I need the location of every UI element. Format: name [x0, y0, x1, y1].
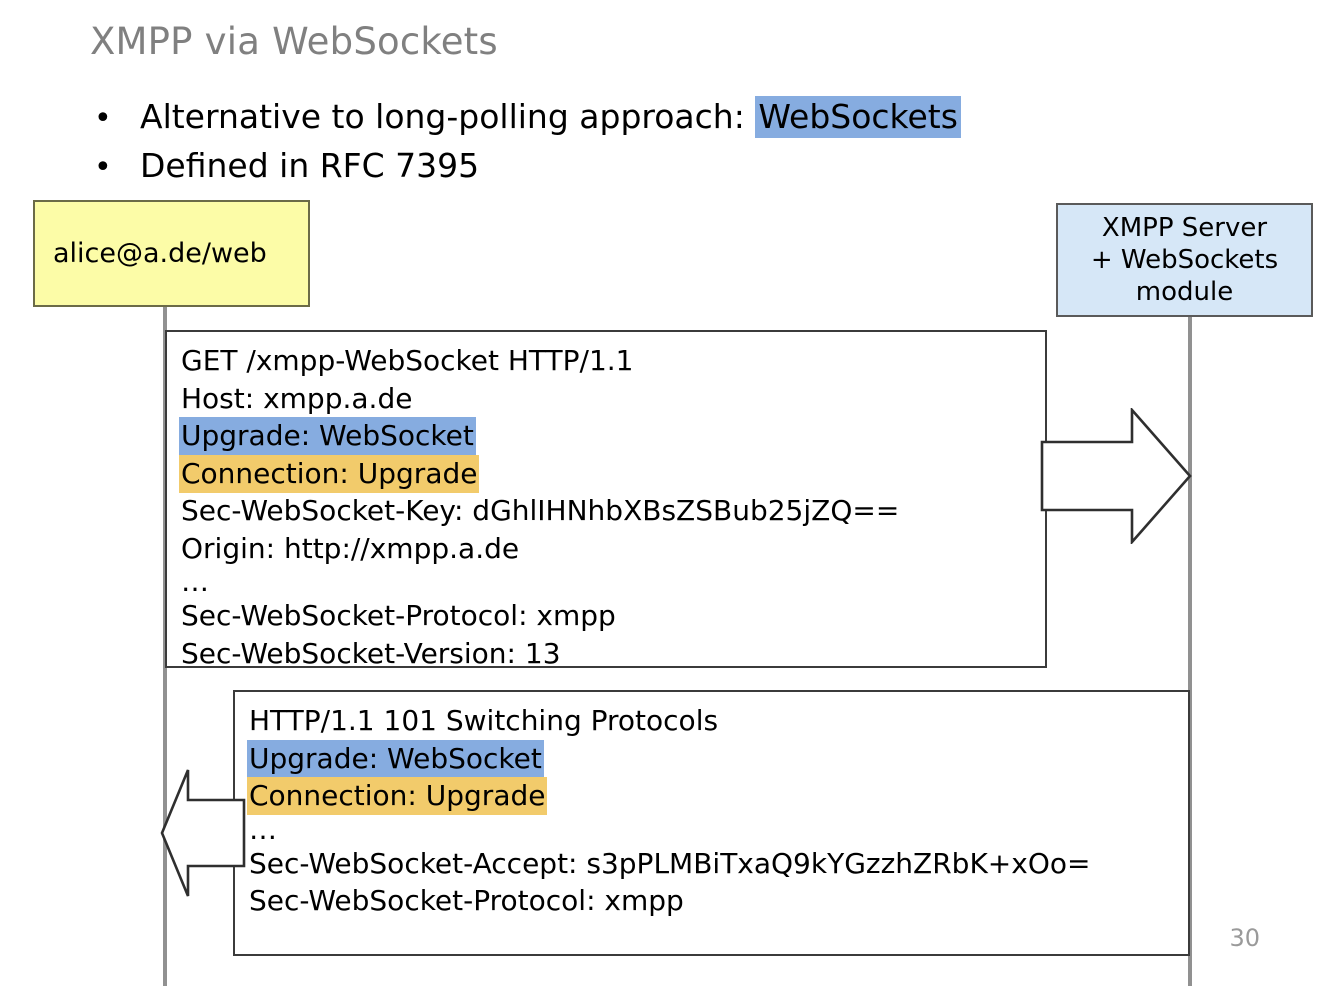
- server-actor-label-line2: + WebSockets: [1090, 245, 1279, 275]
- response-line-2: Upgrade: WebSocket: [247, 739, 1188, 778]
- response-line-4-text: …: [249, 812, 277, 846]
- response-line-1: HTTP/1.1 101 Switching Protocols: [249, 702, 1188, 740]
- request-line-3: Upgrade: WebSocket: [179, 417, 1045, 455]
- response-line-1-text: HTTP/1.1 101 Switching Protocols: [249, 704, 719, 737]
- response-message-box: HTTP/1.1 101 Switching Protocols Upgrade…: [233, 690, 1190, 956]
- response-line-5: Sec-WebSocket-Accept: s3pPLMBiTxaQ9kYGzz…: [249, 845, 1188, 883]
- response-line-5-text: Sec-WebSocket-Accept: s3pPLMBiTxaQ9kYGzz…: [249, 846, 1091, 880]
- bullet-marker-icon: •: [94, 101, 112, 136]
- response-line-6: Sec-WebSocket-Protocol: xmpp: [249, 882, 1188, 920]
- request-line-9-text: Sec-WebSocket-Version: 13: [181, 636, 561, 670]
- client-actor-label: alice@a.de/web: [53, 237, 267, 269]
- request-line-6-text: Origin: http://xmpp.a.de: [181, 531, 520, 565]
- request-line-3-text: Upgrade: WebSocket: [179, 417, 476, 455]
- request-arrow-icon: [1040, 408, 1192, 544]
- bullet-marker-icon: •: [94, 150, 112, 185]
- request-line-1: GET /xmpp-WebSocket HTTP/1.1: [181, 342, 1045, 380]
- server-actor-label-line3: module: [1135, 277, 1234, 307]
- list-item: • Defined in RFC 7395: [88, 141, 1268, 190]
- page-title: XMPP via WebSockets: [90, 20, 498, 63]
- bullet-text: Alternative to long-polling approach: We…: [140, 92, 961, 141]
- server-actor-label-line1: XMPP Server: [1101, 213, 1268, 243]
- request-line-1-text: GET /xmpp-WebSocket HTTP/1.1: [181, 344, 634, 377]
- request-line-7-text: …: [181, 565, 209, 598]
- request-message-box: GET /xmpp-WebSocket HTTP/1.1 Host: xmpp.…: [165, 330, 1047, 670]
- request-line-2: Host: xmpp.a.de: [181, 380, 1045, 418]
- bullet-text-plain: Alternative to long-polling approach:: [140, 97, 756, 136]
- bullet-list: • Alternative to long-polling approach: …: [88, 92, 1268, 190]
- response-line-6-text: Sec-WebSocket-Protocol: xmpp: [249, 884, 684, 917]
- server-actor-box: XMPP Server + WebSockets module: [1056, 203, 1313, 317]
- request-line-5-text: Sec-WebSocket-Key: dGhlIHNhbXBsZSBub25jZ…: [181, 494, 900, 527]
- request-line-9: Sec-WebSocket-Version: 13: [181, 635, 1045, 673]
- response-line-4: …: [249, 812, 1188, 846]
- client-actor-box: alice@a.de/web: [33, 200, 310, 307]
- request-line-4: Connection: Upgrade: [179, 454, 1045, 493]
- response-line-3: Connection: Upgrade: [247, 777, 1188, 815]
- list-item: • Alternative to long-polling approach: …: [88, 92, 1268, 141]
- request-line-4-text: Connection: Upgrade: [179, 454, 480, 493]
- server-lifeline: [1188, 314, 1192, 986]
- page-number: 30: [1229, 924, 1260, 952]
- response-arrow-icon: [160, 769, 246, 897]
- request-line-8: Sec-WebSocket-Protocol: xmpp: [181, 597, 1045, 635]
- response-line-3-text: Connection: Upgrade: [247, 777, 548, 815]
- request-line-5: Sec-WebSocket-Key: dGhlIHNhbXBsZSBub25jZ…: [181, 492, 1045, 530]
- request-line-7: …: [181, 567, 1045, 597]
- request-line-2-text: Host: xmpp.a.de: [181, 381, 413, 415]
- request-line-6: Origin: http://xmpp.a.de: [181, 530, 1045, 568]
- bullet-highlight-websockets: WebSockets: [755, 96, 961, 138]
- response-line-2-text: Upgrade: WebSocket: [247, 739, 544, 778]
- bullet-text: Defined in RFC 7395: [140, 146, 480, 185]
- request-line-8-text: Sec-WebSocket-Protocol: xmpp: [181, 599, 616, 632]
